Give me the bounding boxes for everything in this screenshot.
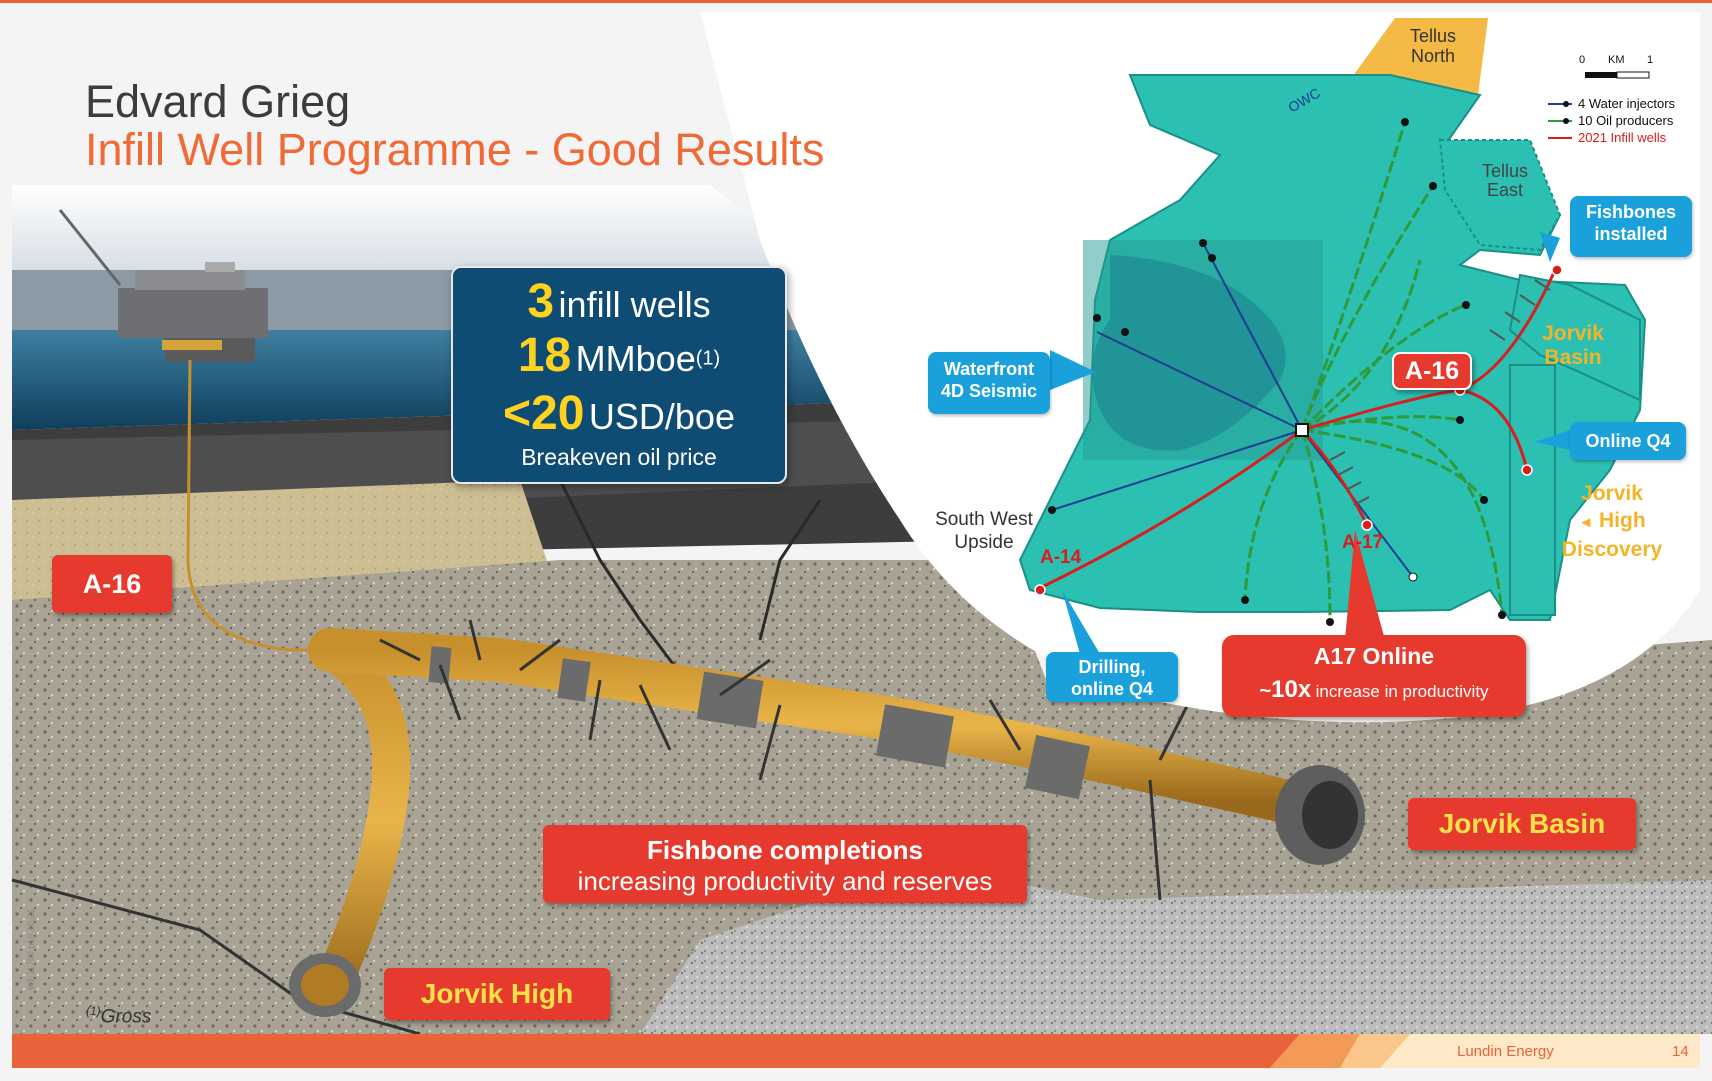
kpi-reserves-footnote: (1) <box>695 347 721 370</box>
drilling-callout-line2: online Q4 <box>1070 679 1153 699</box>
kpi-breakeven: <20 USD/boe <box>453 386 785 441</box>
a17-multiplier: 10x <box>1271 676 1312 703</box>
fishbones-callout-line1: Fishbones <box>1585 202 1676 222</box>
tellus-north-line2: North <box>1410 46 1455 66</box>
kpi-wells: 3 infill wells <box>453 274 785 329</box>
top-accent-line <box>0 0 1712 3</box>
jorvik-basin-map-line1: Jorvik <box>1542 322 1604 345</box>
page-title: Edvard Grieg <box>85 76 351 127</box>
a16-tag: A-16 <box>52 555 172 613</box>
a17-online-detail: ~10x increase in productivity <box>1222 676 1526 704</box>
kpi-wells-number: 3 <box>527 275 555 328</box>
jorvik-high-map-label: Jorvik ◄ High Discovery <box>1556 480 1668 563</box>
kpi-breakeven-number: <20 <box>503 387 585 440</box>
kpi-reserves-number: 18 <box>517 329 572 382</box>
footnote-text: Gross <box>100 1006 152 1028</box>
waterfront-callout-line1: Waterfront <box>943 359 1035 379</box>
jorvik-high-map-line2-text: High <box>1599 509 1646 532</box>
south-west-line1: South West <box>935 509 1033 530</box>
footer-pattern <box>1240 1034 1700 1068</box>
tellus-east-line2: East <box>1486 180 1524 200</box>
scale-end: 1 <box>1647 54 1654 66</box>
tellus-north-line1: Tellus <box>1409 26 1457 46</box>
a17-prefix: ~ <box>1259 680 1272 702</box>
jorvik-high-tag: Jorvik High <box>384 968 610 1020</box>
kpi-reserves: 18 MMboe(1) <box>453 328 785 383</box>
fishbones-callout-line2: installed <box>1594 224 1668 244</box>
tellus-east-line1: Tellus <box>1481 161 1529 181</box>
jorvik-basin-map-line2: Basin <box>1544 346 1602 369</box>
footnote: (1)Gross <box>86 1004 151 1028</box>
fishbone-subtitle: increasing productivity and reserves <box>577 866 993 896</box>
jorvik-high-map-line1: Jorvik <box>1581 482 1643 505</box>
a17-detail-text: increase in productivity <box>1315 682 1489 701</box>
fishbone-label: Fishbone completions increasing producti… <box>543 825 1027 903</box>
south-west-upside-label: South West Upside <box>928 508 1040 554</box>
jorvik-basin-map-label: Jorvik Basin <box>1538 322 1608 370</box>
tellus-east-label: Tellus East <box>1475 162 1535 200</box>
kpi-wells-text: infill wells <box>558 284 711 325</box>
well-a17-label: A-17 <box>1342 532 1384 553</box>
waterfront-callout: Waterfront 4D Seismic <box>928 352 1050 414</box>
drilling-callout-line1: Drilling, <box>1078 657 1146 677</box>
well-a14-label: A-14 <box>1040 547 1082 568</box>
document-reference: WE11760 p18.10.21 <box>26 908 36 990</box>
jorvik-high-map-line3: Discovery <box>1561 538 1663 561</box>
legend-water-injectors: 4 Water injectors <box>1578 96 1676 111</box>
kpi-breakeven-caption: Breakeven oil price <box>521 444 717 470</box>
scale-unit: KM <box>1608 54 1625 66</box>
fishbone-title: Fishbone completions <box>647 835 923 865</box>
tellus-north-label: Tellus North <box>1408 26 1458 66</box>
online-q4-callout: Online Q4 <box>1570 422 1686 460</box>
drilling-callout: Drilling, online Q4 <box>1046 652 1178 702</box>
jorvik-high-arrow-icon: ◄ <box>1578 514 1594 531</box>
kpi-reserves-text: MMboe <box>575 338 696 379</box>
footnote-marker: (1) <box>86 1004 101 1018</box>
a17-online-callout: A17 Online ~10x increase in productivity <box>1222 635 1526 717</box>
legend-oil-producers: 10 Oil producers <box>1578 113 1674 128</box>
kpi-breakeven-text: USD/boe <box>588 396 735 437</box>
south-west-line2: Upside <box>954 532 1014 553</box>
footer-page-number: 14 <box>1672 1043 1689 1060</box>
jorvik-basin-tag: Jorvik Basin <box>1408 798 1636 850</box>
legend-infill-wells: 2021 Infill wells <box>1578 130 1667 145</box>
footer-company: Lundin Energy <box>1457 1043 1554 1060</box>
jorvik-high-map-line2: ◄ High <box>1556 507 1668 536</box>
waterfront-callout-line2: 4D Seismic <box>940 381 1038 401</box>
kpi-box: 3 infill wells 18 MMboe(1) <20 USD/boe B… <box>451 266 787 484</box>
well-a16-label: A-16 <box>1392 352 1472 390</box>
fishbones-callout: Fishbones installed <box>1570 196 1692 257</box>
page-subtitle: Infill Well Programme - Good Results <box>85 124 825 175</box>
a17-online-title: A17 Online <box>1313 643 1435 669</box>
scale-start: 0 <box>1579 54 1586 66</box>
platform-drawing <box>58 209 268 362</box>
